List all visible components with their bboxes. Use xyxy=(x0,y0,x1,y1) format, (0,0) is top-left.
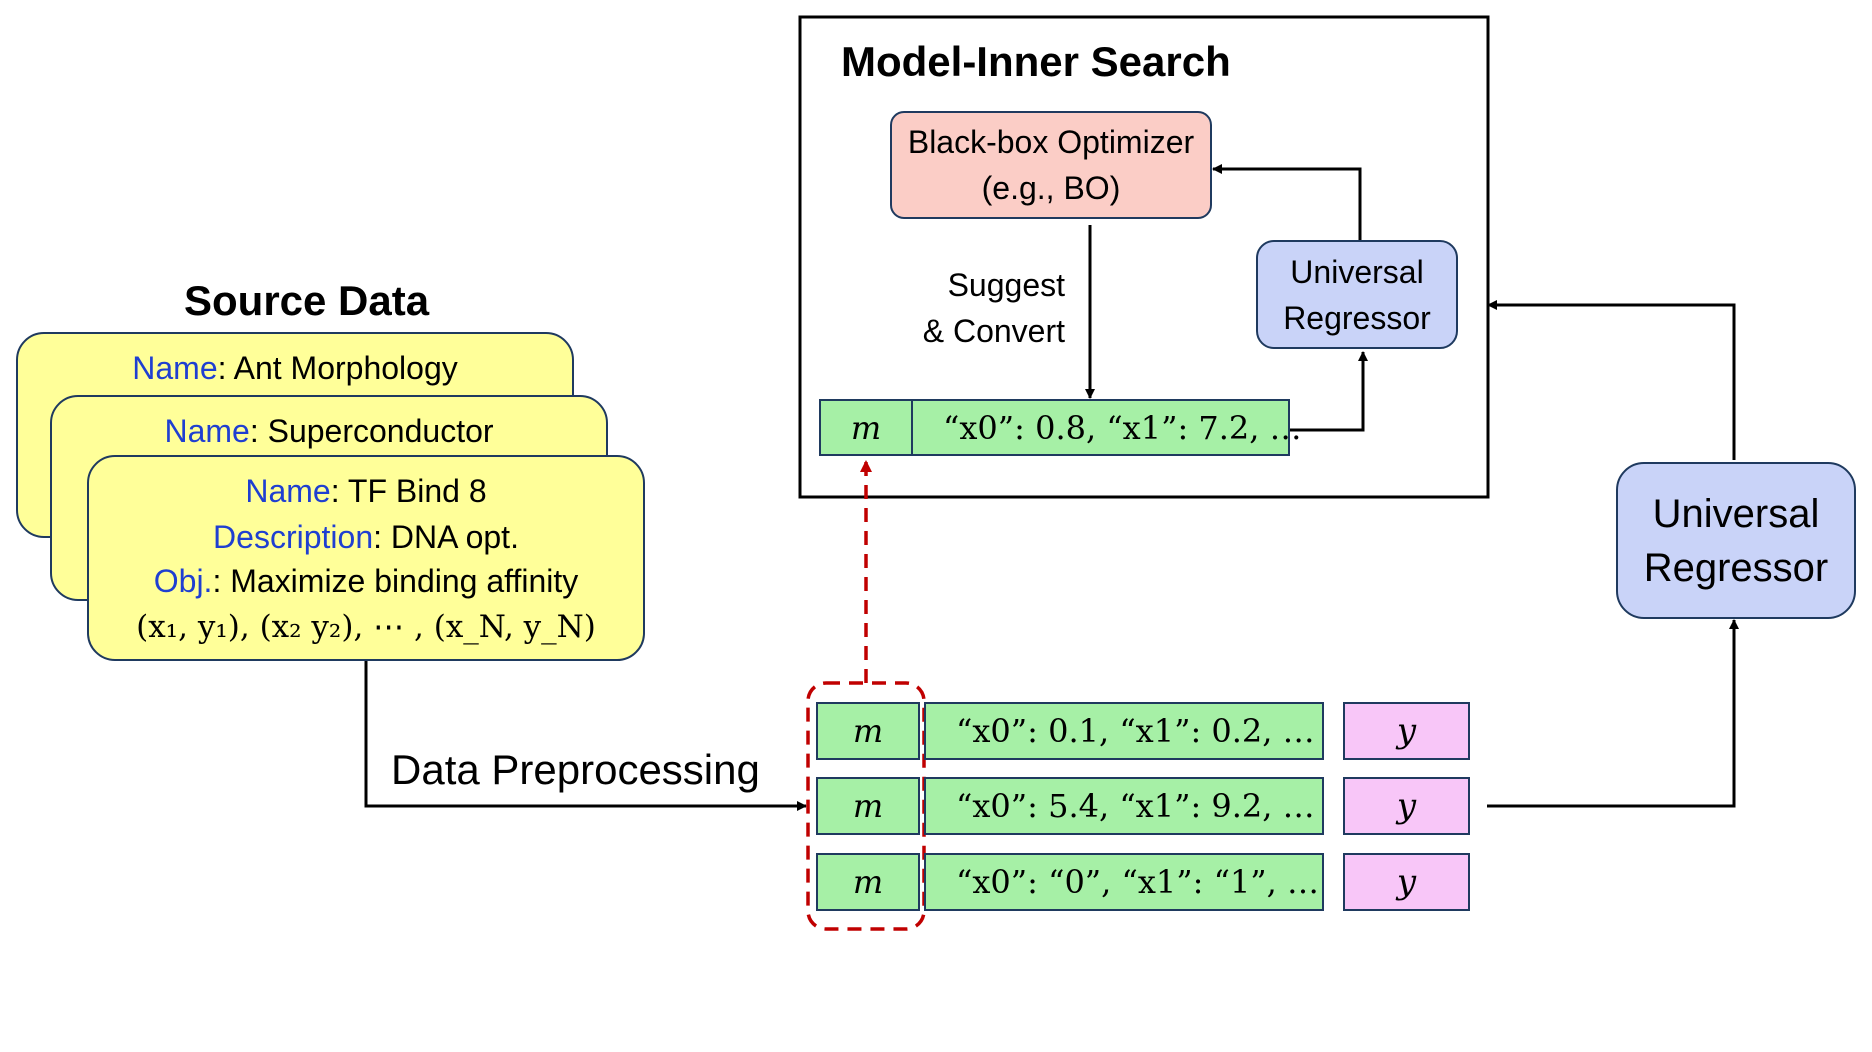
suggest-line2: & Convert xyxy=(922,313,1065,349)
card-tf-description-key: Description xyxy=(213,519,374,555)
row-to-regressor-arrow xyxy=(1290,351,1368,432)
regressor-to-optimizer-arrow xyxy=(1212,164,1362,240)
card-tf-description-value: : DNA opt. xyxy=(373,519,519,555)
inner-universal-regressor-box: Universal Regressor xyxy=(1256,240,1458,349)
inner-regressor-line2: Regressor xyxy=(1283,299,1431,336)
card-tf-objective: Obj.: Maximize binding affinity xyxy=(89,561,643,601)
card-sc-name: Name: Superconductor xyxy=(52,411,606,451)
row-3-m-cell: m xyxy=(816,853,920,911)
optimizer-line1: Black-box Optimizer xyxy=(907,124,1195,160)
card-ant-name: Name: Ant Morphology xyxy=(18,348,572,388)
row-2-x-cell: “x0”: 5.4, “x1”: 9.2, … xyxy=(924,777,1324,835)
suggest-convert-label: Suggest & Convert xyxy=(900,262,1065,354)
card-tf-name-key: Name xyxy=(245,473,331,509)
inner-regressor-line1: Universal xyxy=(1290,253,1424,290)
suggest-line1: Suggest xyxy=(947,267,1065,303)
outer-regressor-line1: Universal xyxy=(1652,491,1820,536)
inner-x-cell: “x0”: 0.8, “x1”: 7.2, … xyxy=(911,399,1302,456)
data-preprocessing-label: Data Preprocessing xyxy=(391,746,760,793)
card-sc-name-value: : Superconductor xyxy=(249,413,494,449)
optimizer-line2: (e.g., BO) xyxy=(981,170,1121,206)
card-ant-name-value: : Ant Morphology xyxy=(217,350,458,386)
outer-universal-regressor-box: Universal Regressor xyxy=(1616,462,1856,619)
inner-search-frame xyxy=(798,15,1490,499)
row-2-y-cell: y xyxy=(1343,777,1470,835)
card-tf-description: Description: DNA opt. xyxy=(89,517,643,557)
card-tf-pairs-text: (x₁, y₁), (x₂ y₂), ⋯ , (x_N, y_N) xyxy=(136,609,596,645)
card-tf-objective-key: Obj. xyxy=(153,563,213,599)
inner-search-title: Model-Inner Search xyxy=(841,38,1231,85)
row-1-m-cell: m xyxy=(816,702,920,760)
card-tf-name-value: : TF Bind 8 xyxy=(330,473,487,509)
preprocessing-arrow xyxy=(364,660,807,811)
row-2-m-cell: m xyxy=(816,777,920,835)
outer-regressor-line2: Regressor xyxy=(1643,545,1829,590)
card-tf-pairs: (x₁, y₁), (x₂ y₂), ⋯ , (x_N, y_N) xyxy=(89,607,643,647)
blackbox-optimizer-box: Black-box Optimizer (e.g., BO) xyxy=(890,111,1212,219)
card-tf-name: Name: TF Bind 8 xyxy=(89,471,643,511)
row-1-x-cell: “x0”: 0.1, “x1”: 0.2, … xyxy=(924,702,1324,760)
source-card-tfbind: Name: TF Bind 8 Description: DNA opt. Ob… xyxy=(87,455,645,661)
source-data-title: Source Data xyxy=(184,277,430,324)
card-ant-name-key: Name xyxy=(132,350,218,386)
row-3-x-cell: “x0”: “0”, “x1”: “1”, … xyxy=(924,853,1324,911)
row-1-y-cell: y xyxy=(1343,702,1470,760)
card-sc-name-key: Name xyxy=(164,413,250,449)
card-tf-objective-value: : Maximize binding affinity xyxy=(212,563,579,599)
outer-to-inner-regressor-arrow xyxy=(1487,300,1736,460)
inner-m-cell: m xyxy=(819,399,913,456)
row-3-y-cell: y xyxy=(1343,853,1470,911)
rows-to-outer-regressor-arrow xyxy=(1487,619,1739,808)
